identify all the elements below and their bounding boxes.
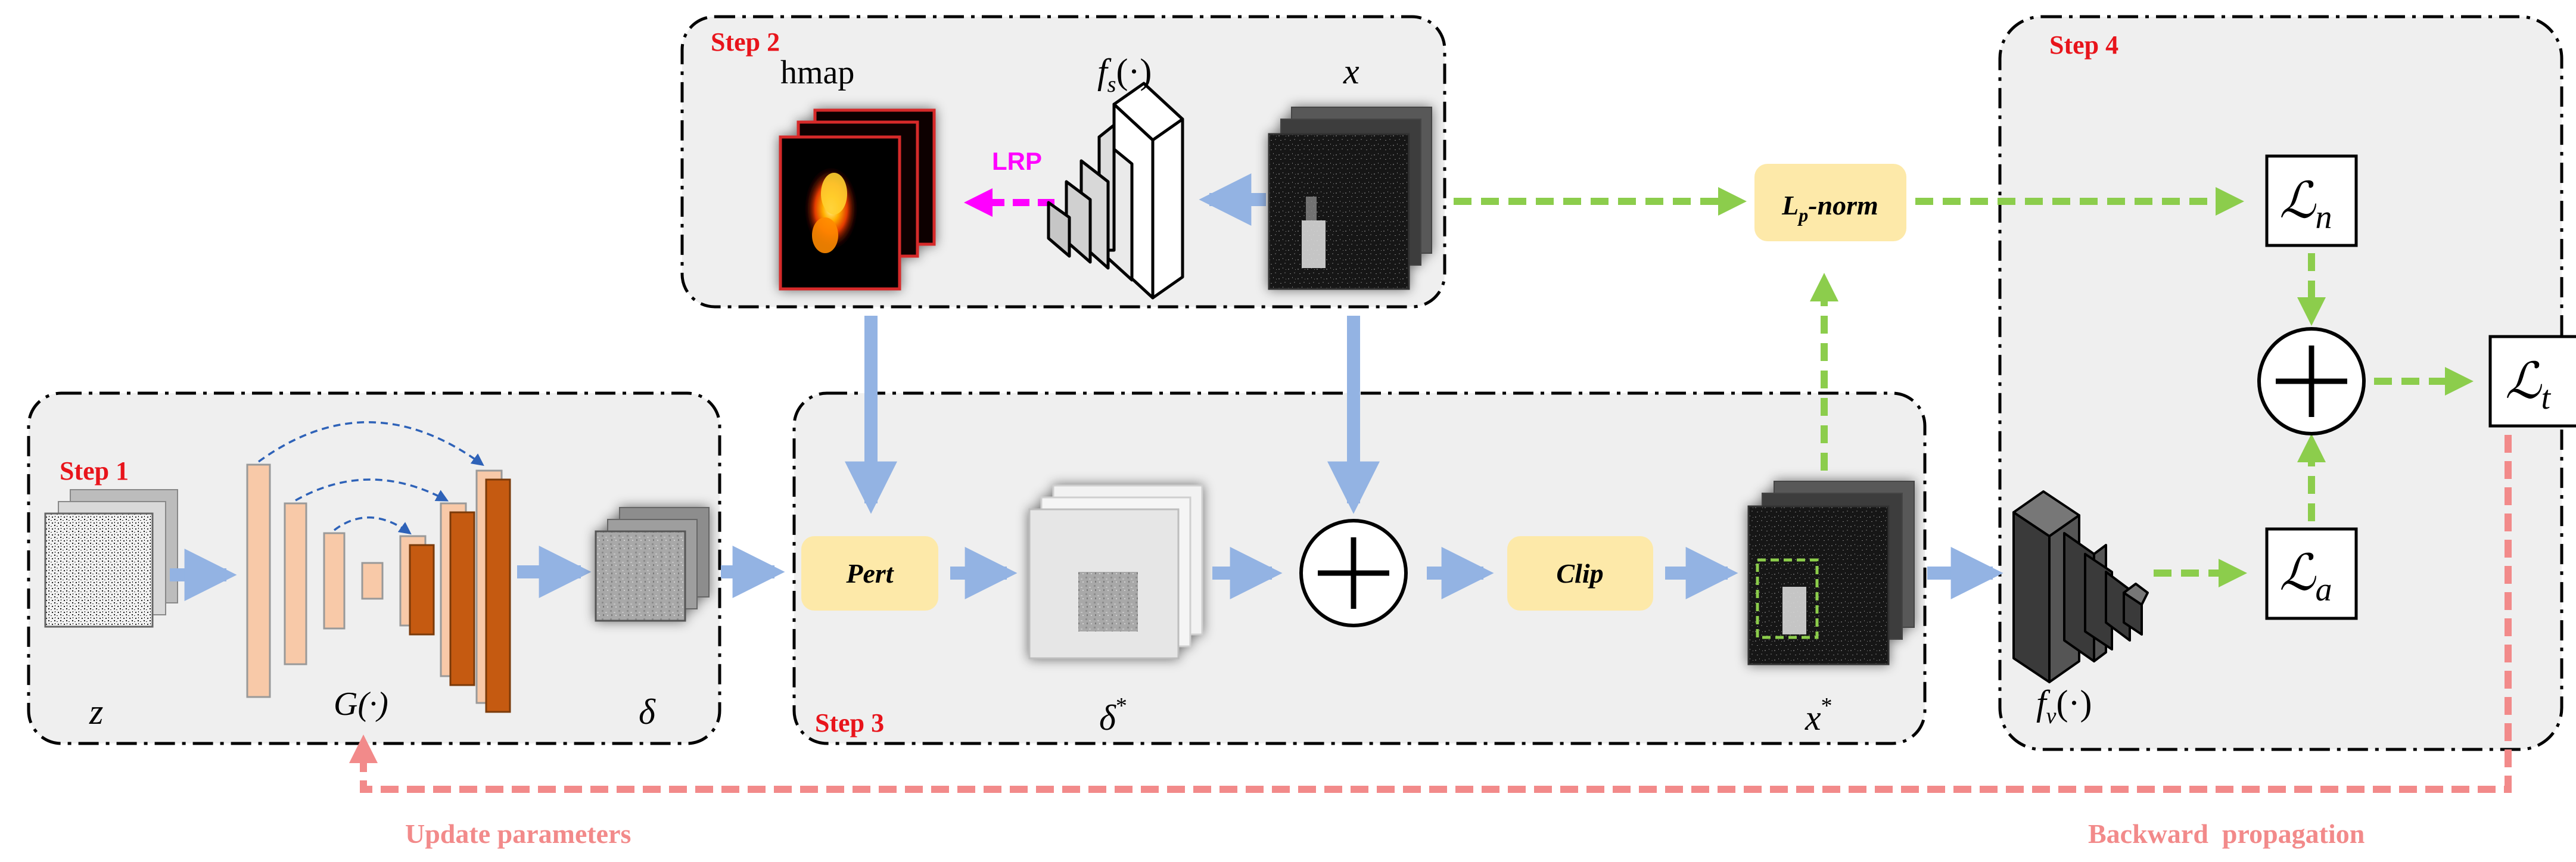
update-parameters-label: Update parameters — [405, 819, 631, 849]
addition-operator — [1299, 519, 1408, 627]
delta-star-label: δ* — [1099, 693, 1127, 737]
svg-text:x*: x* — [1805, 693, 1833, 737]
lpnorm-box — [1754, 164, 1906, 241]
step1-label: Step 1 — [60, 456, 129, 486]
generator-network — [246, 421, 511, 713]
backward-propagation-path — [349, 435, 2512, 793]
surrogate-network — [1047, 82, 1184, 300]
clip-box — [1507, 536, 1653, 611]
delta-symbol: δ — [639, 692, 656, 732]
loss-sum-operator — [2257, 327, 2366, 435]
loss-n-label: ℒn — [2279, 173, 2332, 236]
input-image-stack — [1268, 107, 1432, 290]
loss-a-label: ℒa — [2279, 546, 2332, 608]
step4-label: Step 4 — [2049, 30, 2118, 60]
z-symbol: z — [89, 692, 103, 732]
loss-t-box — [2488, 335, 2576, 428]
generator-label: G(·) — [334, 686, 388, 723]
svg-text:δ*: δ* — [1099, 693, 1127, 737]
svg-text:fv(·): fv(·) — [2036, 683, 2092, 729]
lrp-label: LRP — [992, 147, 1042, 175]
x-star-label: x* — [1805, 693, 1833, 737]
noise-input-stack — [44, 489, 178, 628]
surrogate-label: fs(·) — [1097, 52, 1152, 97]
victim-label: fv(·) — [2036, 683, 2092, 729]
loss-t-label: ℒt — [2505, 354, 2552, 416]
x-symbol: x — [1343, 52, 1359, 91]
lpnorm-label: Lp-norm — [1781, 190, 1878, 226]
backward-propagation-label: Backward propagation — [2088, 819, 2365, 849]
step3-label: Step 3 — [815, 708, 884, 737]
perturbation-stack — [595, 507, 710, 622]
hmap-label: hmap — [780, 54, 854, 91]
pert-label: Pert — [845, 558, 894, 589]
victim-network — [2012, 490, 2149, 683]
loss-n-box — [2265, 154, 2358, 247]
clip-label: Clip — [1556, 558, 1603, 589]
masked-perturbation-stack — [1028, 484, 1203, 659]
adversarial-image-stack — [1747, 481, 1915, 665]
step2-label: Step 2 — [711, 27, 780, 57]
heatmap-stack — [779, 108, 936, 291]
svg-text:fs(·): fs(·) — [1097, 52, 1152, 97]
loss-a-box — [2265, 527, 2358, 620]
pert-box — [801, 536, 938, 611]
